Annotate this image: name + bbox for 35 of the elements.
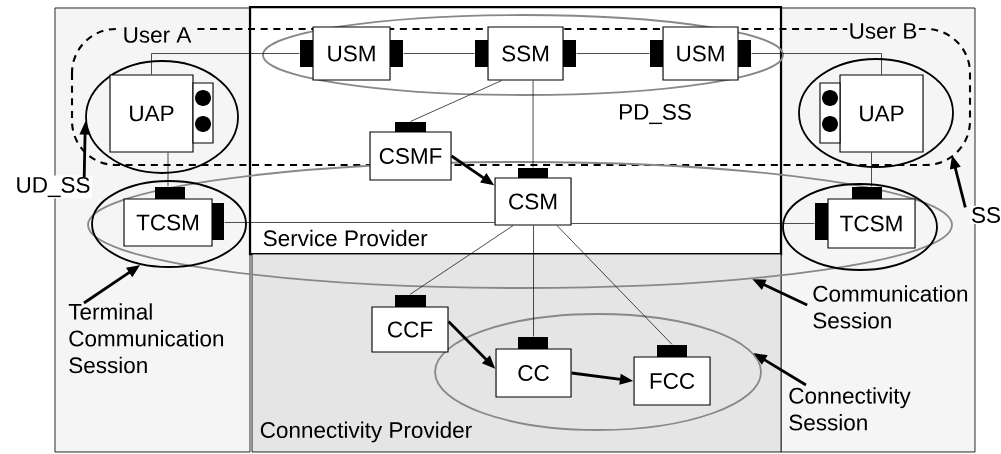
connector bbox=[751, 53, 882, 75]
component-box: TCSM bbox=[123, 187, 224, 247]
component-box: CSM bbox=[494, 168, 572, 226]
connector bbox=[576, 53, 650, 54]
component-box: CSMF bbox=[369, 122, 452, 181]
callout-text: Terminal Communication Session bbox=[68, 303, 224, 374]
region-label: Service Provider bbox=[263, 229, 428, 247]
session-ellipse bbox=[85, 60, 239, 174]
connector bbox=[410, 80, 502, 122]
ellipse-label: PD_SS bbox=[619, 103, 691, 125]
connector bbox=[151, 53, 300, 75]
connector bbox=[556, 225, 673, 345]
component-box: TCSM bbox=[815, 187, 916, 249]
callout-text: Connectivity Session bbox=[789, 387, 911, 431]
component-box: SSM bbox=[475, 26, 576, 81]
connector bbox=[533, 225, 534, 337]
session-ellipse bbox=[782, 183, 938, 271]
connector bbox=[571, 223, 815, 224]
component-box: USM bbox=[650, 26, 751, 81]
component-box: UAP bbox=[819, 74, 924, 153]
session-ellipse bbox=[91, 180, 247, 268]
connector bbox=[532, 80, 534, 168]
region-label: Connectivity Provider bbox=[260, 421, 472, 443]
callout-text: UD_SS bbox=[14, 175, 92, 199]
connector bbox=[224, 222, 495, 223]
component-box: CC bbox=[495, 337, 572, 398]
connector bbox=[403, 53, 475, 54]
component-box: FCC bbox=[633, 345, 711, 406]
session-ellipse bbox=[798, 58, 954, 168]
callout-text: SS bbox=[969, 205, 1001, 225]
component-box: USM bbox=[300, 26, 403, 81]
component-box: UAP bbox=[109, 74, 214, 153]
callout-text: Communication Session bbox=[813, 285, 968, 329]
component-box: CCF bbox=[371, 295, 449, 353]
connector bbox=[409, 225, 514, 295]
